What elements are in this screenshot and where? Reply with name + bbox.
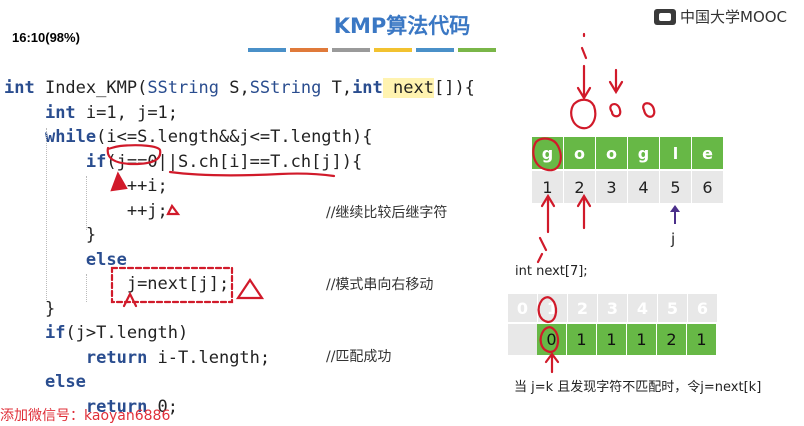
pattern-char: l (660, 137, 692, 169)
code-line-5: ++i; (126, 176, 168, 196)
ink-box-next (110, 266, 234, 304)
ink-o-2 (642, 102, 656, 118)
ink-underline-compare (168, 170, 336, 178)
code-line-3: while(i<=S.length&&j<=T.length){ (44, 127, 373, 147)
mooc-logo-text: 中国大学MOOC (680, 8, 788, 26)
code-line-12: return i-T.length; (85, 347, 271, 368)
code-line-6: ++j; (126, 200, 168, 221)
ink-circle-g (532, 137, 562, 172)
ink-jprime (536, 236, 548, 264)
pattern-chars-row: g o o g l e (532, 137, 724, 169)
pattern-char: g (628, 137, 660, 169)
code-line-9: j=next[j]; (126, 274, 230, 294)
next-index: 6 (688, 294, 718, 322)
ink-triangle-2 (235, 278, 265, 300)
next-array-declaration: int next[7]; (515, 264, 588, 279)
indent-guide (86, 274, 87, 302)
next-index-row: 0 1 2 3 4 5 6 (508, 294, 718, 322)
ink-arrow-down-2 (608, 68, 624, 95)
code-line-2: int i=1, j=1; (44, 102, 179, 123)
next-value: 0 (537, 324, 567, 355)
ink-arrow-up-3 (544, 352, 560, 374)
pattern-index: 4 (628, 171, 660, 203)
code-line-7: } (85, 225, 97, 245)
code-block: int Index_KMP(SString S,SString T,int ne… (4, 76, 475, 419)
j-pointer-label: j (671, 230, 676, 248)
code-line-8: else (85, 249, 127, 270)
pattern-char: o (596, 137, 628, 169)
indent-guide (46, 128, 47, 302)
pattern-char: o (564, 137, 596, 169)
next-value: 1 (687, 324, 717, 355)
ink-circle-next1 (537, 296, 558, 324)
pattern-index: 3 (596, 171, 628, 203)
next-index: 4 (628, 294, 658, 322)
next-index: 5 (658, 294, 688, 322)
code-line-10: } (44, 298, 56, 319)
j-pointer-arrow-icon (670, 205, 680, 224)
pattern-index: 2 (564, 171, 596, 203)
next-index: 2 (568, 294, 598, 322)
comment-success: //匹配成功 (326, 349, 392, 365)
mooc-logo: 中国大学MOOC (654, 6, 787, 27)
next-value (508, 324, 537, 355)
pattern-char: e (692, 137, 724, 169)
comment-continue: //继续比较后继字符 (326, 205, 448, 221)
mooc-logo-icon (654, 8, 676, 25)
ink-circle-j0 (106, 144, 162, 166)
code-line-1: int Index_KMP(SString S,SString T,int ne… (4, 78, 475, 98)
ink-arrow-small (122, 291, 138, 308)
ink-i-mark (580, 32, 588, 60)
code-line-13: else (44, 372, 86, 392)
ink-circle-top (570, 98, 597, 130)
pattern-index: 6 (692, 171, 724, 203)
ink-o-1 (609, 103, 622, 118)
next-index: 0 (508, 294, 538, 322)
next-index: 3 (598, 294, 628, 322)
next-value: 1 (567, 324, 597, 355)
ink-arrow-up (110, 171, 128, 192)
next-value: 1 (597, 324, 627, 355)
slide-title: KMP算法代码 (333, 14, 471, 38)
next-value: 2 (657, 324, 687, 355)
wechat-watermark: 添加微信号：kaoyan6886 (0, 408, 171, 424)
code-line-14: return 0; (85, 396, 179, 417)
next-value: 1 (627, 324, 657, 355)
ink-circle-next0 (539, 326, 560, 354)
next-value-row: 0 1 1 1 2 1 (508, 324, 717, 355)
ink-triangle-1 (166, 203, 181, 216)
comment-shift: //模式串向右移动 (326, 277, 434, 293)
indent-guide (86, 176, 87, 230)
ink-arrow-up-1 (540, 193, 556, 234)
status-clock: 16:10(98%) (12, 30, 80, 45)
ink-arrow-down-1 (576, 64, 592, 101)
next-rule-note: 当 j=k 且发现字符不匹配时，令j=next[k] (514, 380, 762, 395)
code-line-4: if(j==0||S.ch[i]==T.ch[j]){ (85, 151, 363, 172)
title-color-bars (248, 48, 496, 52)
ink-arrow-up-2 (576, 193, 592, 230)
code-line-11: if(j>T.length) (44, 323, 189, 343)
pattern-index: 5 (660, 171, 692, 203)
